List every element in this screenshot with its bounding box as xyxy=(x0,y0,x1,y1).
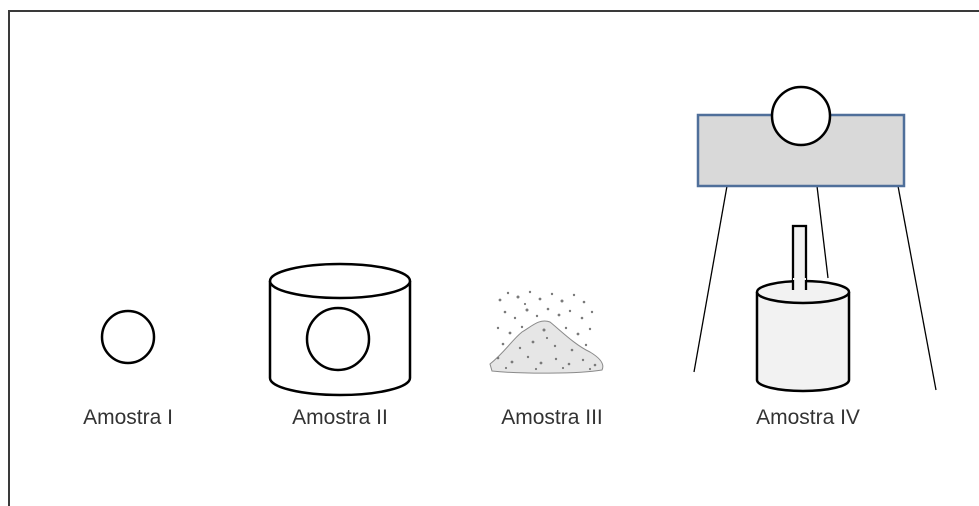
sample-label-1: Amostra I xyxy=(83,406,173,429)
support-line-middle xyxy=(816,185,829,279)
sample-2-cylinder-with-sphere xyxy=(268,262,412,397)
sample-2-sphere xyxy=(305,306,371,372)
support-line-left xyxy=(693,185,728,373)
sample-3-powder-pile xyxy=(489,290,604,374)
figure-frame xyxy=(8,10,979,506)
sample-4-apparatus xyxy=(693,85,937,393)
support-line-right xyxy=(897,185,937,391)
sample-4-cylinder xyxy=(755,292,851,393)
sample-1-sphere xyxy=(100,309,156,365)
sample-label-3: Amostra III xyxy=(501,406,603,429)
sample-label-2: Amostra II xyxy=(292,406,388,429)
sample-label-4: Amostra IV xyxy=(756,406,860,429)
apparatus-sphere xyxy=(770,85,832,147)
